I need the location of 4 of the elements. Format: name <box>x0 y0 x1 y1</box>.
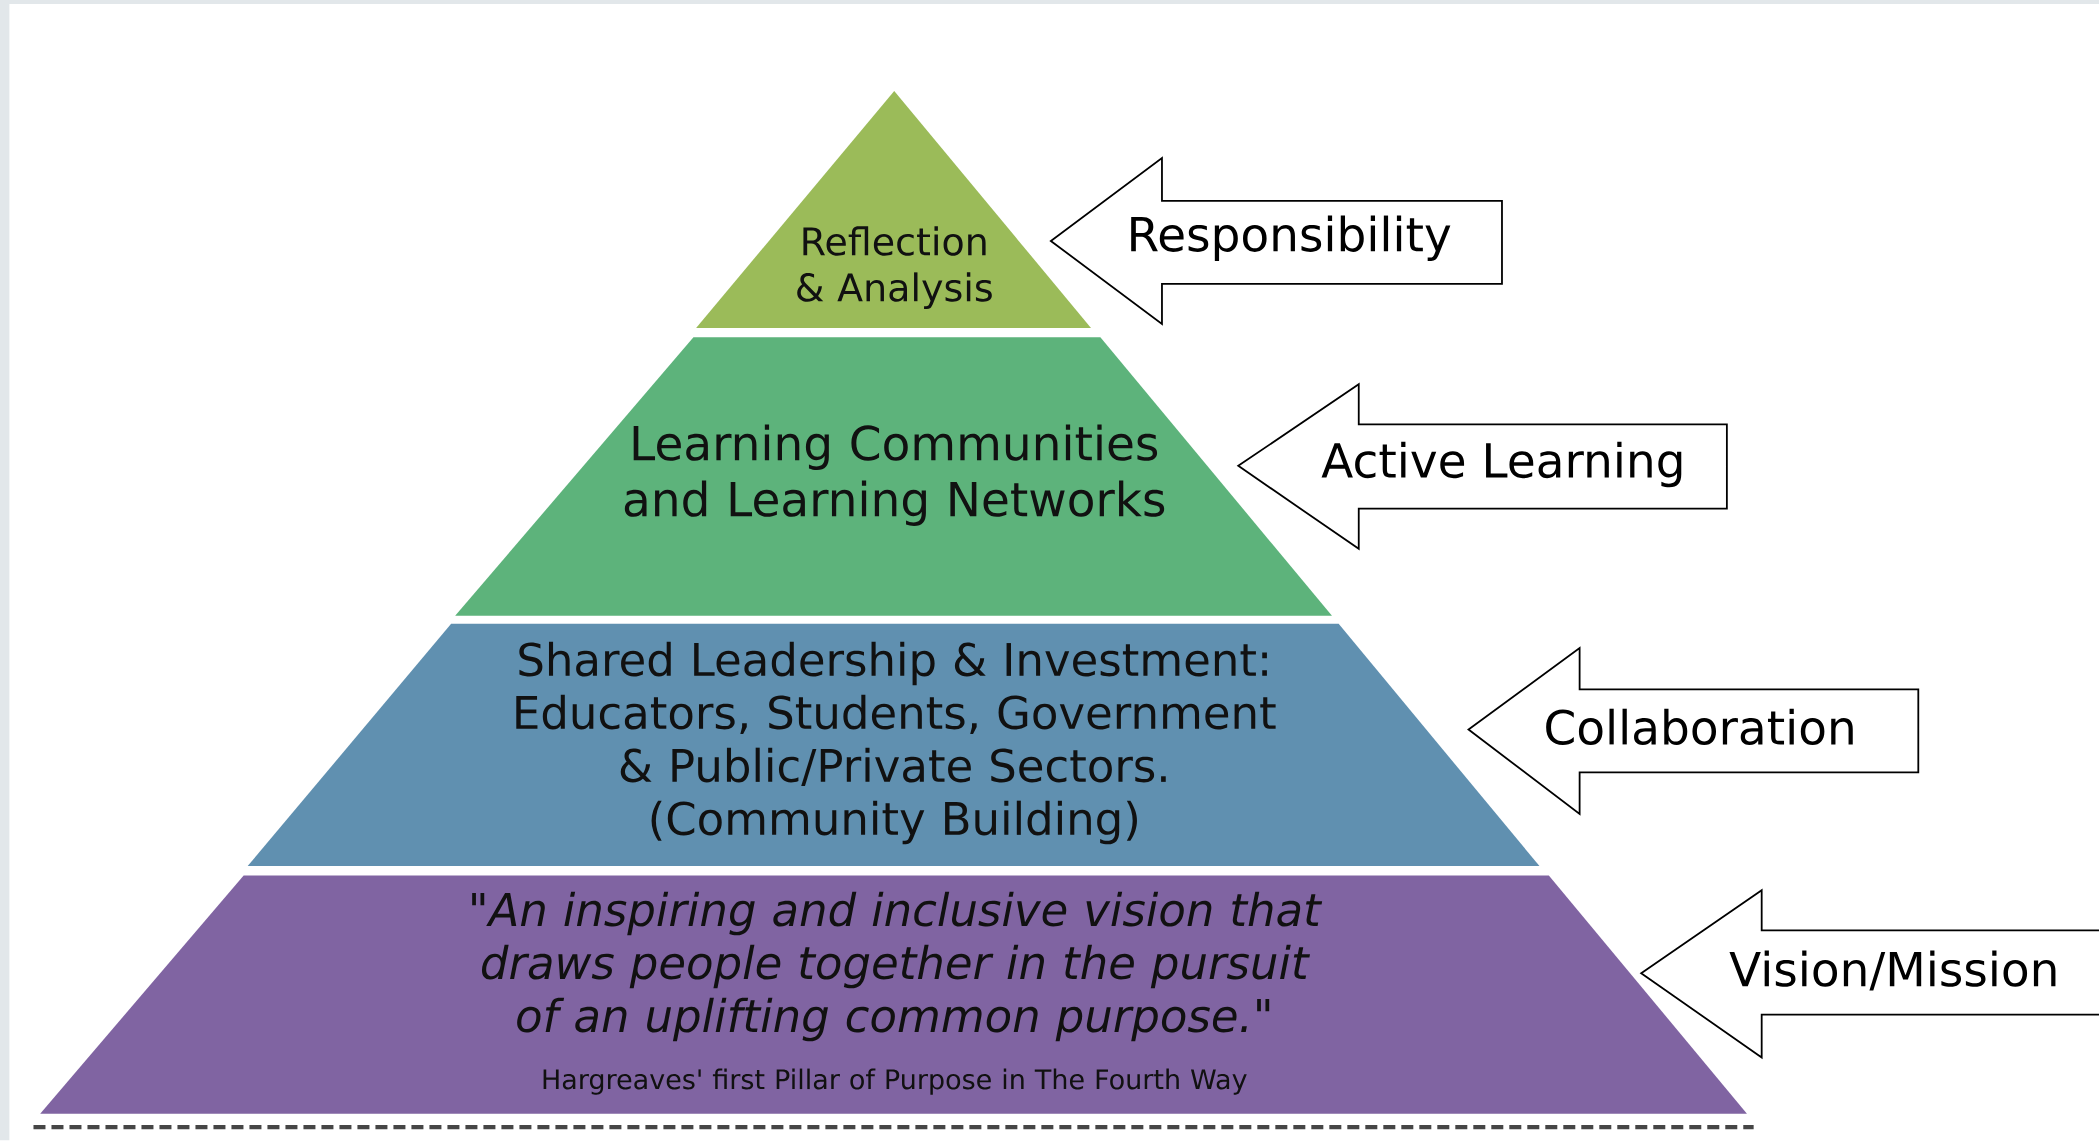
pyramid-tier: Shared Leadership & Investment: Educators, Students, Government & Public/Private Sectors. (Community Building) <box>247 624 1540 867</box>
pyramid-tier: Reflection & Analysis <box>696 91 1091 329</box>
arrow-label: Responsibility <box>1131 215 1451 262</box>
arrow-label: Collaboration <box>1546 708 1853 746</box>
